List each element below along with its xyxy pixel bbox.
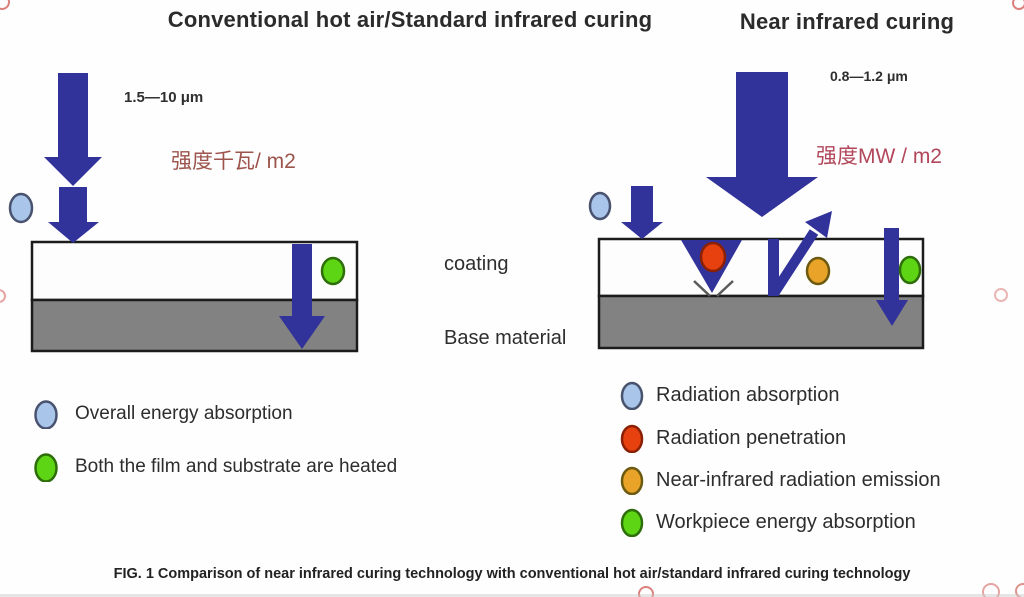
left-incoming-arrow2-icon — [48, 187, 99, 243]
legend-item-radiation-absorption: Radiation absorption — [620, 381, 839, 410]
right-radiation-absorption-marker-icon — [588, 191, 612, 221]
right-small-incoming-arrow-icon — [621, 186, 663, 239]
green-ellipse-icon — [34, 453, 58, 482]
legend-label: Overall energy absorption — [75, 403, 293, 424]
radiation-penetration-marker-icon — [699, 241, 727, 273]
left-title: Conventional hot air/Standard infrared c… — [167, 7, 653, 32]
left-heat-through-arrow-icon — [279, 244, 325, 349]
penetration-scatter-lines — [693, 280, 734, 297]
right-title: Near infrared curing — [739, 9, 955, 34]
right-base-layer — [597, 294, 925, 350]
left-ir-arrows — [44, 73, 325, 349]
bottom-edge-line — [0, 594, 1024, 597]
figure-caption: FIG. 1 Comparison of near infrared curin… — [113, 566, 911, 582]
legend-item-radiation-penetration: Radiation penetration — [620, 424, 846, 453]
blue-ellipse-icon — [620, 381, 644, 410]
legend-item-workpiece-energy-absorption: Workpiece energy absorption — [620, 508, 916, 537]
legend-label: Workpiece energy absorption — [656, 511, 916, 533]
nir-emission-marker-icon — [805, 256, 831, 286]
legend-label: Near-infrared radiation emission — [656, 469, 941, 491]
base-material-label: Base material — [444, 327, 567, 349]
right-main-nir-arrow-icon — [706, 72, 818, 217]
legend-label: Both the film and substrate are heated — [75, 456, 398, 477]
legend-item-nir-radiation-emission: Near-infrared radiation emission — [620, 466, 941, 495]
emission-vertical-bar-icon — [768, 239, 779, 296]
legend-label: Radiation absorption — [656, 384, 840, 406]
nir-emission-arrow-icon — [770, 211, 832, 295]
coating-label: coating — [444, 253, 509, 275]
blue-ellipse-icon — [34, 400, 58, 429]
red-ellipse-icon — [620, 424, 644, 453]
workpiece-absorption-marker-icon — [898, 255, 922, 285]
orange-ellipse-icon — [620, 466, 644, 495]
left-incoming-arrow-icon — [44, 73, 102, 186]
right-wavelength-label: 0.8—1.2 μm — [830, 68, 908, 84]
green-ellipse-icon — [620, 508, 644, 537]
legend-item-overall-energy-absorption: Overall energy absorption — [34, 399, 293, 429]
right-workpiece-layers — [597, 237, 925, 350]
right-intensity-label: 强度MW / m2 — [816, 145, 942, 168]
left-overall-absorption-marker-icon — [8, 192, 34, 224]
left-wavelength-label: 1.5—10 μm — [124, 89, 204, 106]
left-film-substrate-heated-marker-icon — [320, 256, 346, 286]
left-intensity-label: 强度千瓦/ m2 — [171, 150, 296, 173]
legend-item-film-substrate-heated: Both the film and substrate are heated — [34, 452, 397, 482]
right-coating-layer — [597, 237, 925, 298]
legend-label: Radiation penetration — [656, 427, 847, 449]
right-absorption-down-arrow-icon — [876, 228, 908, 326]
